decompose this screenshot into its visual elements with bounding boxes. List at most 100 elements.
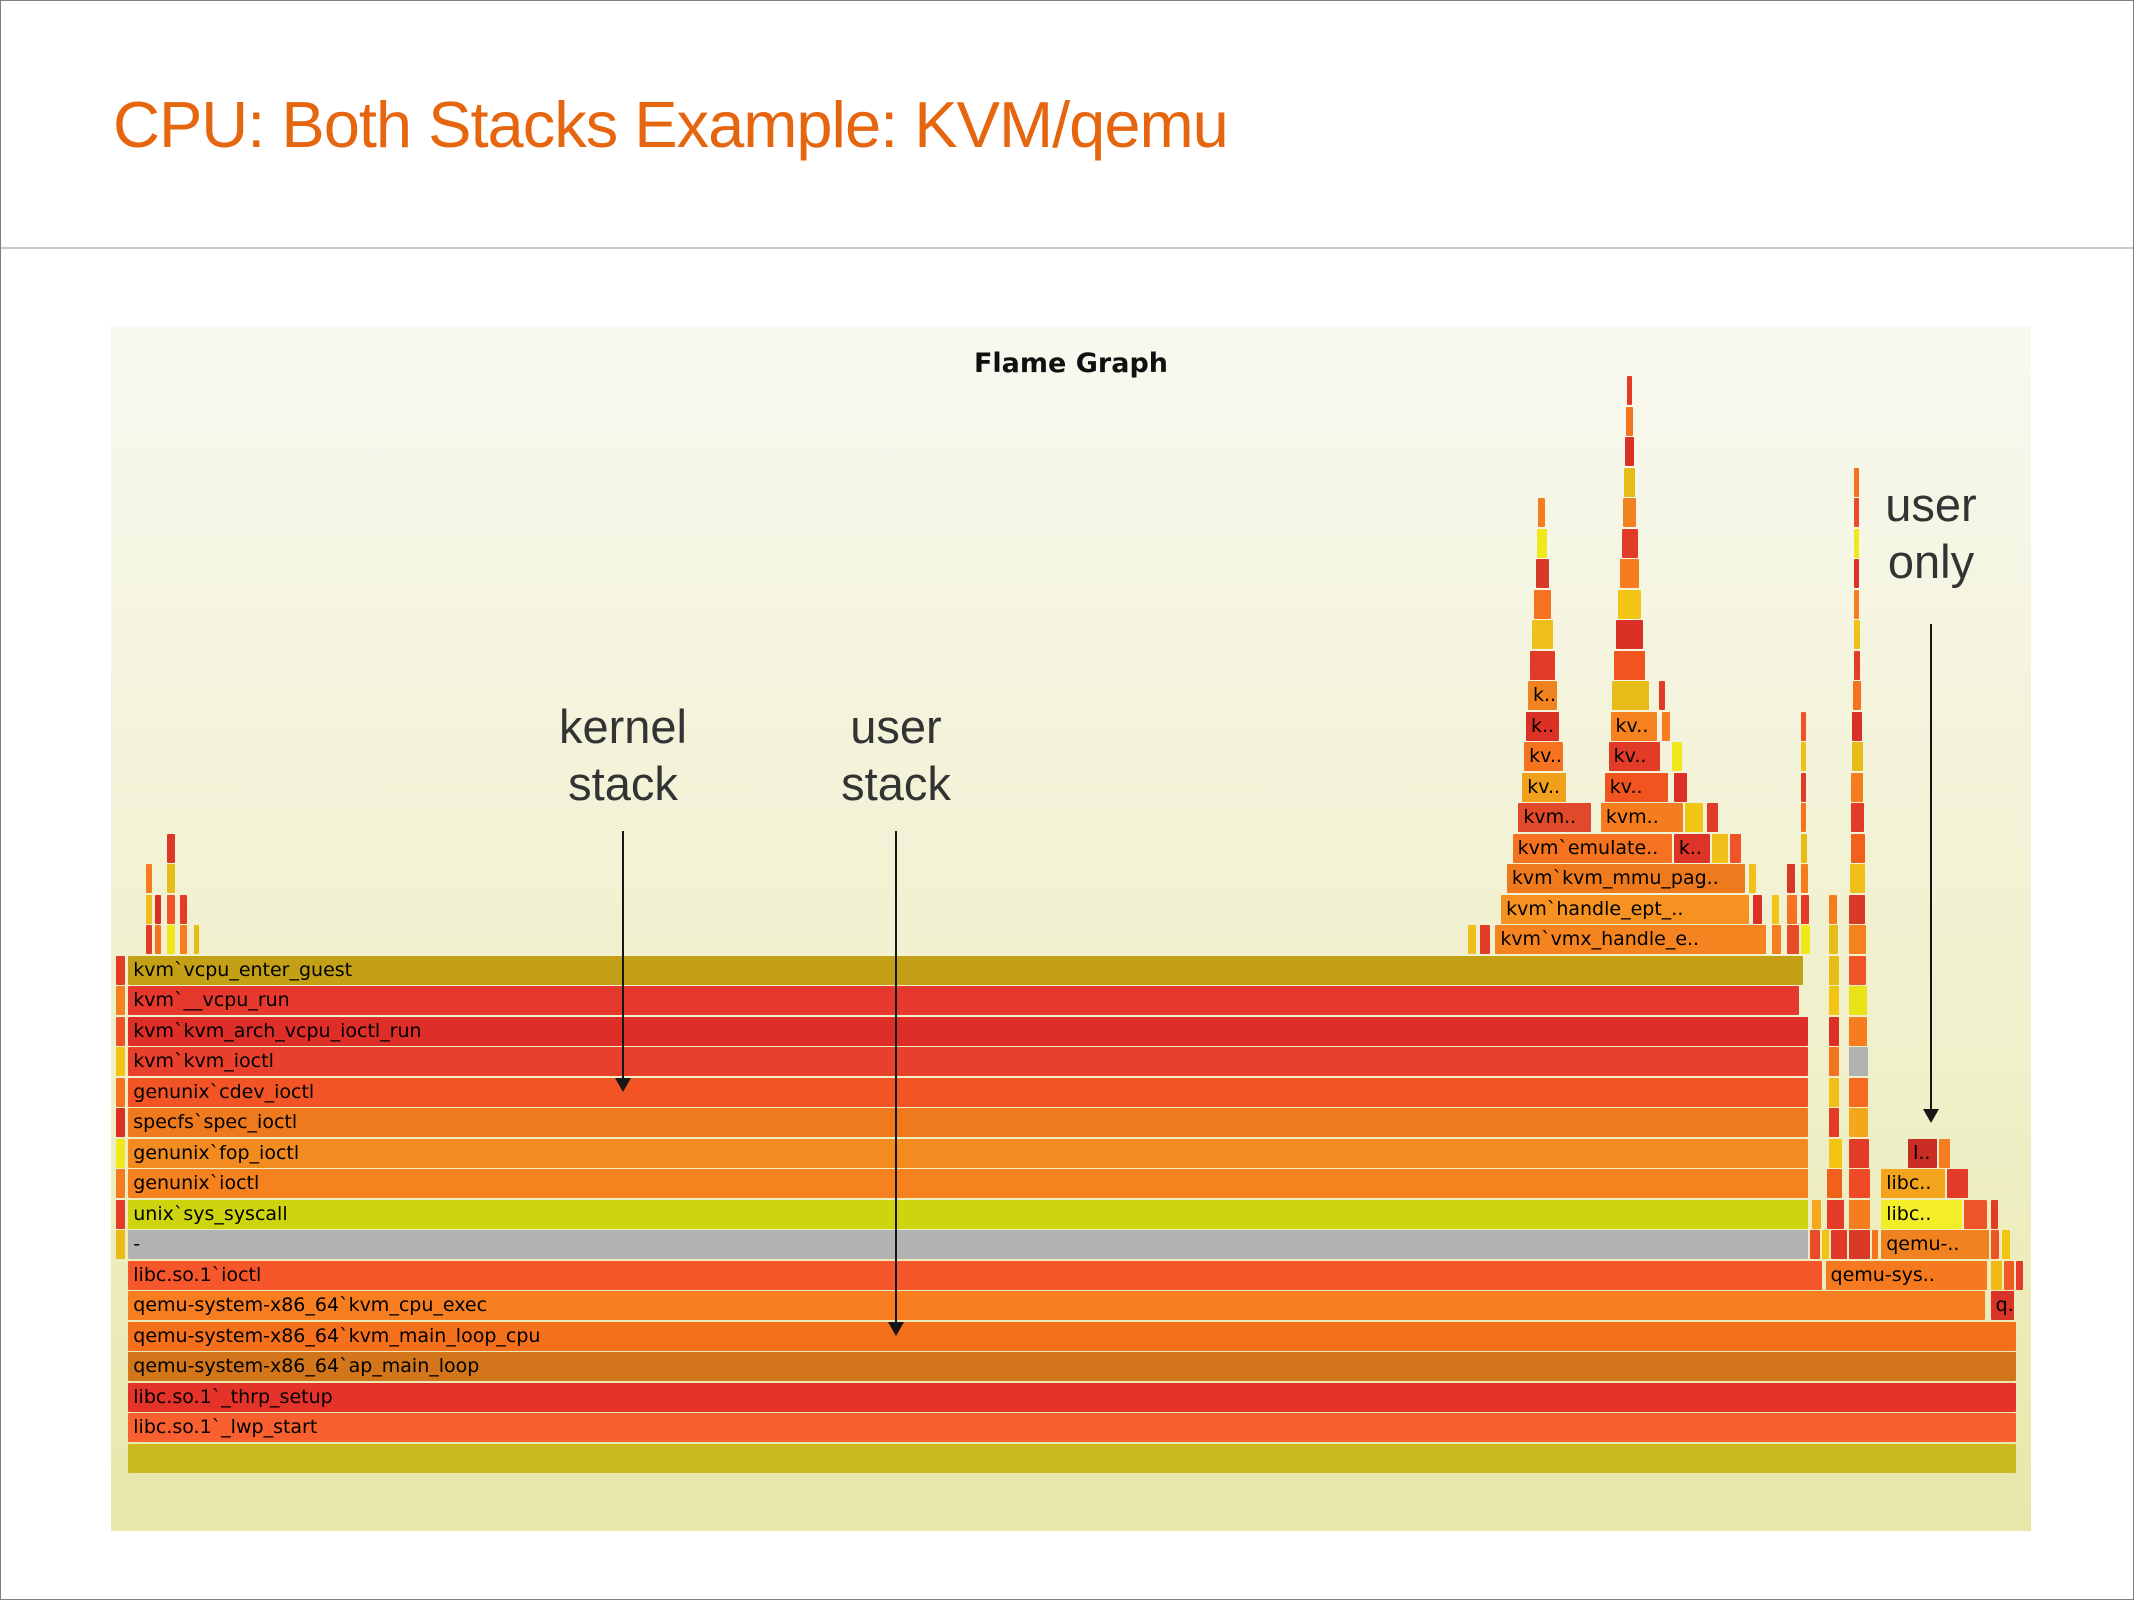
flame-frame[interactable] <box>1854 559 1860 588</box>
flame-frame[interactable] <box>1829 955 1839 985</box>
flame-frame[interactable]: qemu-system-x86_64`ap_main_loop <box>128 1352 2016 1381</box>
flame-frame[interactable]: libc.so.1`ioctl <box>128 1260 1822 1290</box>
flame-frame[interactable] <box>145 925 153 954</box>
flame-frame[interactable] <box>1662 711 1671 741</box>
flame-frame[interactable]: kvm`vcpu_enter_guest <box>128 955 1803 985</box>
flame-frame[interactable]: kv.. <box>1522 772 1567 802</box>
flame-frame[interactable]: kvm`kvm_mmu_pag.. <box>1506 864 1745 893</box>
flame-frame[interactable] <box>166 864 176 893</box>
flame-frame[interactable] <box>1848 986 1867 1015</box>
flame-frame[interactable]: k.. <box>1527 681 1557 710</box>
flame-frame[interactable]: libc.. <box>1881 1169 1945 1198</box>
flame-frame[interactable] <box>115 986 126 1015</box>
flame-frame[interactable] <box>1848 1138 1869 1168</box>
flame-frame[interactable] <box>1787 864 1795 893</box>
flame-frame[interactable]: kvm`emulate.. <box>1512 833 1672 863</box>
flame-frame[interactable] <box>1829 1138 1842 1168</box>
flame-frame[interactable] <box>1938 1138 1951 1168</box>
flame-frame[interactable] <box>1800 711 1806 741</box>
flame-frame[interactable]: kvm`__vcpu_run <box>128 986 1799 1015</box>
flame-frame[interactable] <box>1827 1169 1842 1198</box>
flame-frame[interactable] <box>1771 894 1780 924</box>
flame-frame[interactable] <box>1848 1169 1870 1198</box>
flame-frame[interactable] <box>115 1138 126 1168</box>
flame-frame[interactable] <box>1536 528 1548 558</box>
flame-frame[interactable] <box>1854 528 1860 558</box>
flame-frame[interactable] <box>1848 1199 1870 1229</box>
flame-frame[interactable] <box>1658 681 1666 710</box>
flame-frame[interactable] <box>1812 1199 1821 1229</box>
flame-frame[interactable] <box>1829 1016 1839 1046</box>
flame-frame[interactable] <box>1963 1199 1987 1229</box>
flame-frame[interactable] <box>1821 1230 1830 1259</box>
flame-frame[interactable] <box>1829 894 1838 924</box>
flame-frame[interactable] <box>1800 803 1807 832</box>
flame-frame[interactable] <box>115 1016 126 1046</box>
flame-frame[interactable]: l.. <box>1908 1138 1937 1168</box>
flame-frame[interactable] <box>1946 1169 1968 1198</box>
flame-frame[interactable] <box>1800 894 1810 924</box>
flame-frame[interactable] <box>1800 772 1807 802</box>
flame-frame[interactable] <box>1626 376 1632 405</box>
flame-frame[interactable] <box>1848 1077 1868 1107</box>
flame-frame[interactable] <box>1854 620 1860 649</box>
flame-frame[interactable] <box>1623 498 1637 527</box>
flame-frame[interactable]: kvm`kvm_ioctl <box>128 1047 1809 1076</box>
flame-frame[interactable] <box>115 1047 126 1076</box>
flame-frame[interactable] <box>1848 894 1865 924</box>
flame-frame[interactable] <box>1468 925 1477 954</box>
flame-frame[interactable]: specfs`spec_ioctl <box>128 1108 1809 1137</box>
flame-frame[interactable]: genunix`ioctl <box>128 1169 1809 1198</box>
flame-frame[interactable] <box>193 925 200 954</box>
flame-frame[interactable] <box>1706 803 1719 832</box>
flame-frame[interactable] <box>1850 803 1864 832</box>
flame-frame[interactable] <box>115 1230 126 1259</box>
flame-frame[interactable] <box>1990 1260 2003 1290</box>
flame-frame[interactable]: genunix`fop_ioctl <box>128 1138 1809 1168</box>
flame-frame[interactable] <box>1623 467 1636 497</box>
flame-frame[interactable] <box>1852 742 1863 771</box>
flame-frame[interactable] <box>1831 1230 1847 1259</box>
flame-frame[interactable] <box>1800 864 1809 893</box>
flame-frame[interactable] <box>2015 1260 2024 1290</box>
flame-frame[interactable] <box>1849 864 1865 893</box>
flame-frame[interactable] <box>1829 925 1839 954</box>
flame-frame[interactable] <box>1771 925 1782 954</box>
flame-frame[interactable]: kv.. <box>1604 772 1669 802</box>
flame-frame[interactable] <box>1829 1047 1839 1076</box>
flame-frame[interactable] <box>1624 437 1634 466</box>
flame-frame[interactable] <box>1848 925 1866 954</box>
flame-frame[interactable]: kv.. <box>1610 711 1657 741</box>
flame-frame[interactable] <box>1829 1077 1839 1107</box>
flame-frame[interactable] <box>1848 1230 1870 1259</box>
flame-frame[interactable] <box>166 894 176 924</box>
flame-frame[interactable] <box>1685 803 1703 832</box>
flame-frame[interactable] <box>115 1077 126 1107</box>
flame-frame[interactable] <box>1848 1016 1867 1046</box>
flame-frame[interactable]: libc.so.1`_lwp_start <box>128 1413 2016 1442</box>
flame-frame[interactable]: - <box>128 1230 1809 1259</box>
flame-frame[interactable]: k.. <box>1526 711 1559 741</box>
flame-frame[interactable] <box>115 1199 126 1229</box>
flame-frame[interactable] <box>115 1108 126 1137</box>
flame-frame[interactable] <box>1531 620 1553 649</box>
flame-frame[interactable]: kvm`vmx_handle_e.. <box>1495 925 1767 954</box>
flame-frame[interactable]: kv.. <box>1524 742 1563 771</box>
flame-frame[interactable] <box>166 833 176 863</box>
flame-frame[interactable] <box>1533 589 1551 619</box>
flame-frame[interactable] <box>128 1443 2016 1473</box>
flame-frame[interactable]: kvm.. <box>1600 803 1684 832</box>
flame-frame[interactable] <box>1787 925 1799 954</box>
flame-frame[interactable]: libc.so.1`_thrp_setup <box>128 1382 2016 1412</box>
flame-frame[interactable]: unix`sys_syscall <box>128 1199 1809 1229</box>
flame-frame[interactable] <box>1990 1230 2000 1259</box>
flame-frame[interactable]: libc.. <box>1881 1199 1962 1229</box>
flame-frame[interactable] <box>1620 559 1640 588</box>
flame-frame[interactable] <box>1829 1108 1839 1137</box>
flame-frame[interactable] <box>180 925 187 954</box>
flame-frame[interactable] <box>1614 650 1646 680</box>
flame-frame[interactable] <box>155 894 161 924</box>
flame-frame[interactable] <box>1673 772 1688 802</box>
flame-frame[interactable]: q.. <box>1990 1291 2014 1320</box>
flame-frame[interactable] <box>1854 498 1860 527</box>
